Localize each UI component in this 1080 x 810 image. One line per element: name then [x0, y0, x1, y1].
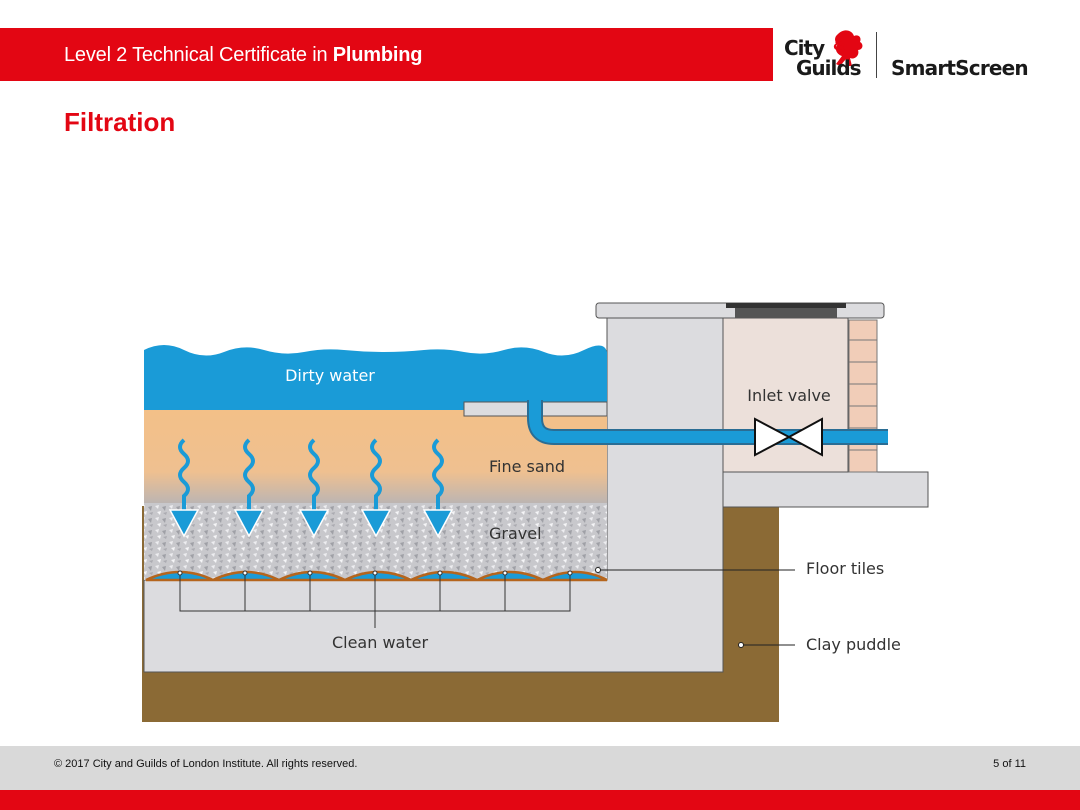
page-title: Filtration [64, 107, 176, 137]
inlet-valve-icon [754, 417, 823, 457]
label-floor-tiles: Floor tiles [806, 559, 884, 578]
flow-arrows [178, 438, 444, 512]
label-inlet-valve: Inlet valve [747, 386, 831, 405]
floor-tiles [145, 570, 608, 582]
header-band [0, 28, 773, 81]
logo-guilds-text: Guilds [796, 56, 862, 80]
label-gravel: Gravel [489, 524, 542, 543]
clean-water-collector [177, 570, 573, 628]
footer-copyright: © 2017 City and Guilds of London Institu… [54, 758, 358, 770]
valve-chamber [722, 317, 849, 473]
bottom-band [0, 790, 1080, 810]
label-fine-sand: Fine sand [489, 457, 565, 476]
label-clay-puddle: Clay puddle [806, 635, 901, 654]
label-clean-water: Clean water [332, 633, 429, 652]
label-dirty-water: Dirty water [285, 366, 375, 385]
footer-bar [0, 746, 1080, 790]
callout-lines [595, 567, 795, 648]
access-cover [735, 308, 837, 318]
logo-divider [876, 32, 877, 78]
brick-wall [848, 319, 878, 473]
course-title: Level 2 Technical Certificate in Plumbin… [64, 44, 422, 67]
concrete-ledge [722, 471, 929, 508]
logo-ampersand: & [833, 38, 845, 54]
lion-icon: & [833, 30, 863, 66]
flow-arrowheads [168, 509, 454, 538]
logo-city-text: City [784, 36, 825, 60]
city-and-guilds-logo: City & Guilds SmartScreen [780, 28, 1040, 84]
smartscreen-text: SmartScreen [891, 56, 1029, 80]
course-prefix: Level 2 Technical Certificate in [64, 44, 333, 66]
course-subject: Plumbing [332, 44, 423, 66]
dirty-water-layer [144, 345, 607, 410]
cover-top-strip [726, 303, 846, 308]
page-number: 5 of 11 [993, 758, 1026, 770]
inlet-pipe [529, 400, 888, 443]
